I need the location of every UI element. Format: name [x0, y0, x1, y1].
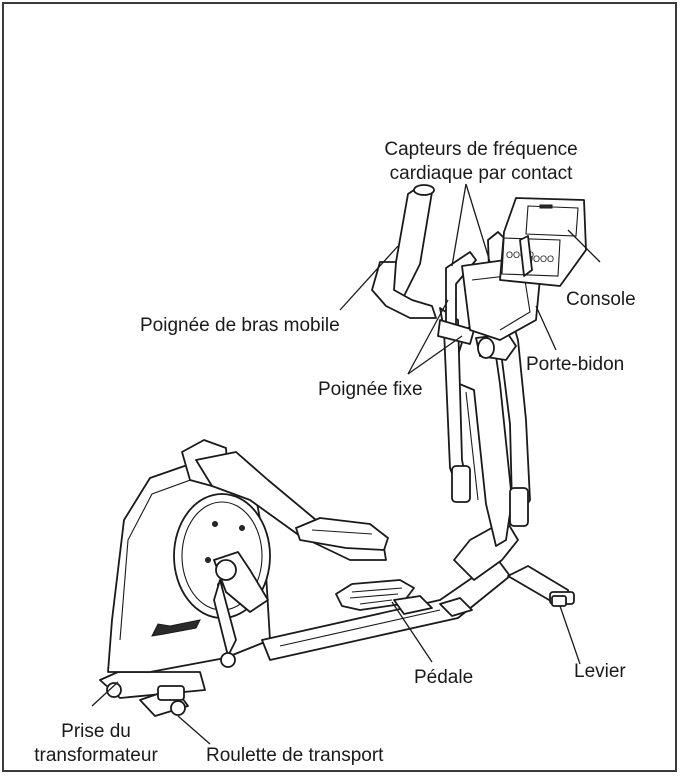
front-stabilizer [439, 565, 575, 617]
leveler-foot [551, 595, 567, 607]
leader-pedal [391, 601, 433, 663]
leader-fixed-handle-1 [407, 299, 449, 375]
console-keys-right: OOOO [526, 254, 554, 264]
leader-hr-sensor-2 [465, 183, 491, 263]
leader-lines [91, 183, 601, 745]
label-transformer-socket-line2: transformateur [34, 745, 158, 766]
fixed-handles [437, 251, 517, 361]
console-assembly: OOOO OOOO [461, 197, 587, 341]
crank-assembly [181, 439, 387, 668]
leader-fixed-handle-2 [407, 335, 463, 375]
label-fixed-handle: Poignée fixe [318, 379, 423, 400]
pedal [335, 579, 433, 615]
label-hr-sensors-line1: Capteurs de fréquence [384, 139, 578, 160]
label-bottle-holder: Porte-bidon [526, 354, 625, 375]
rear-base [99, 671, 206, 717]
brand-logo [151, 619, 201, 637]
leader-lever [559, 605, 581, 665]
label-hr-sensors-line2: cardiaque par contact [389, 163, 573, 184]
label-console: Console [566, 289, 636, 310]
label-transport-wheel: Roulette de transport [206, 745, 384, 766]
leader-console [567, 229, 601, 263]
leader-moving-arm [339, 245, 399, 311]
transport-wheel-left [106, 682, 122, 698]
label-moving-arm-handle: Poignée de bras mobile [140, 315, 340, 336]
moving-arm-left [371, 184, 471, 503]
transport-wheel-right [170, 700, 186, 716]
leader-hr-sensor-1 [451, 183, 467, 267]
leader-transformer-socket [91, 681, 119, 707]
leader-bottle-holder [535, 305, 557, 351]
leader-transport-wheel [177, 715, 211, 745]
label-lever: Levier [574, 661, 626, 682]
console [499, 197, 587, 287]
pedal-left [295, 517, 389, 551]
label-transformer-socket-line1: Prise du [61, 721, 131, 742]
console-keys-left: OOOO [506, 250, 534, 260]
label-pedal: Pédale [414, 667, 474, 688]
